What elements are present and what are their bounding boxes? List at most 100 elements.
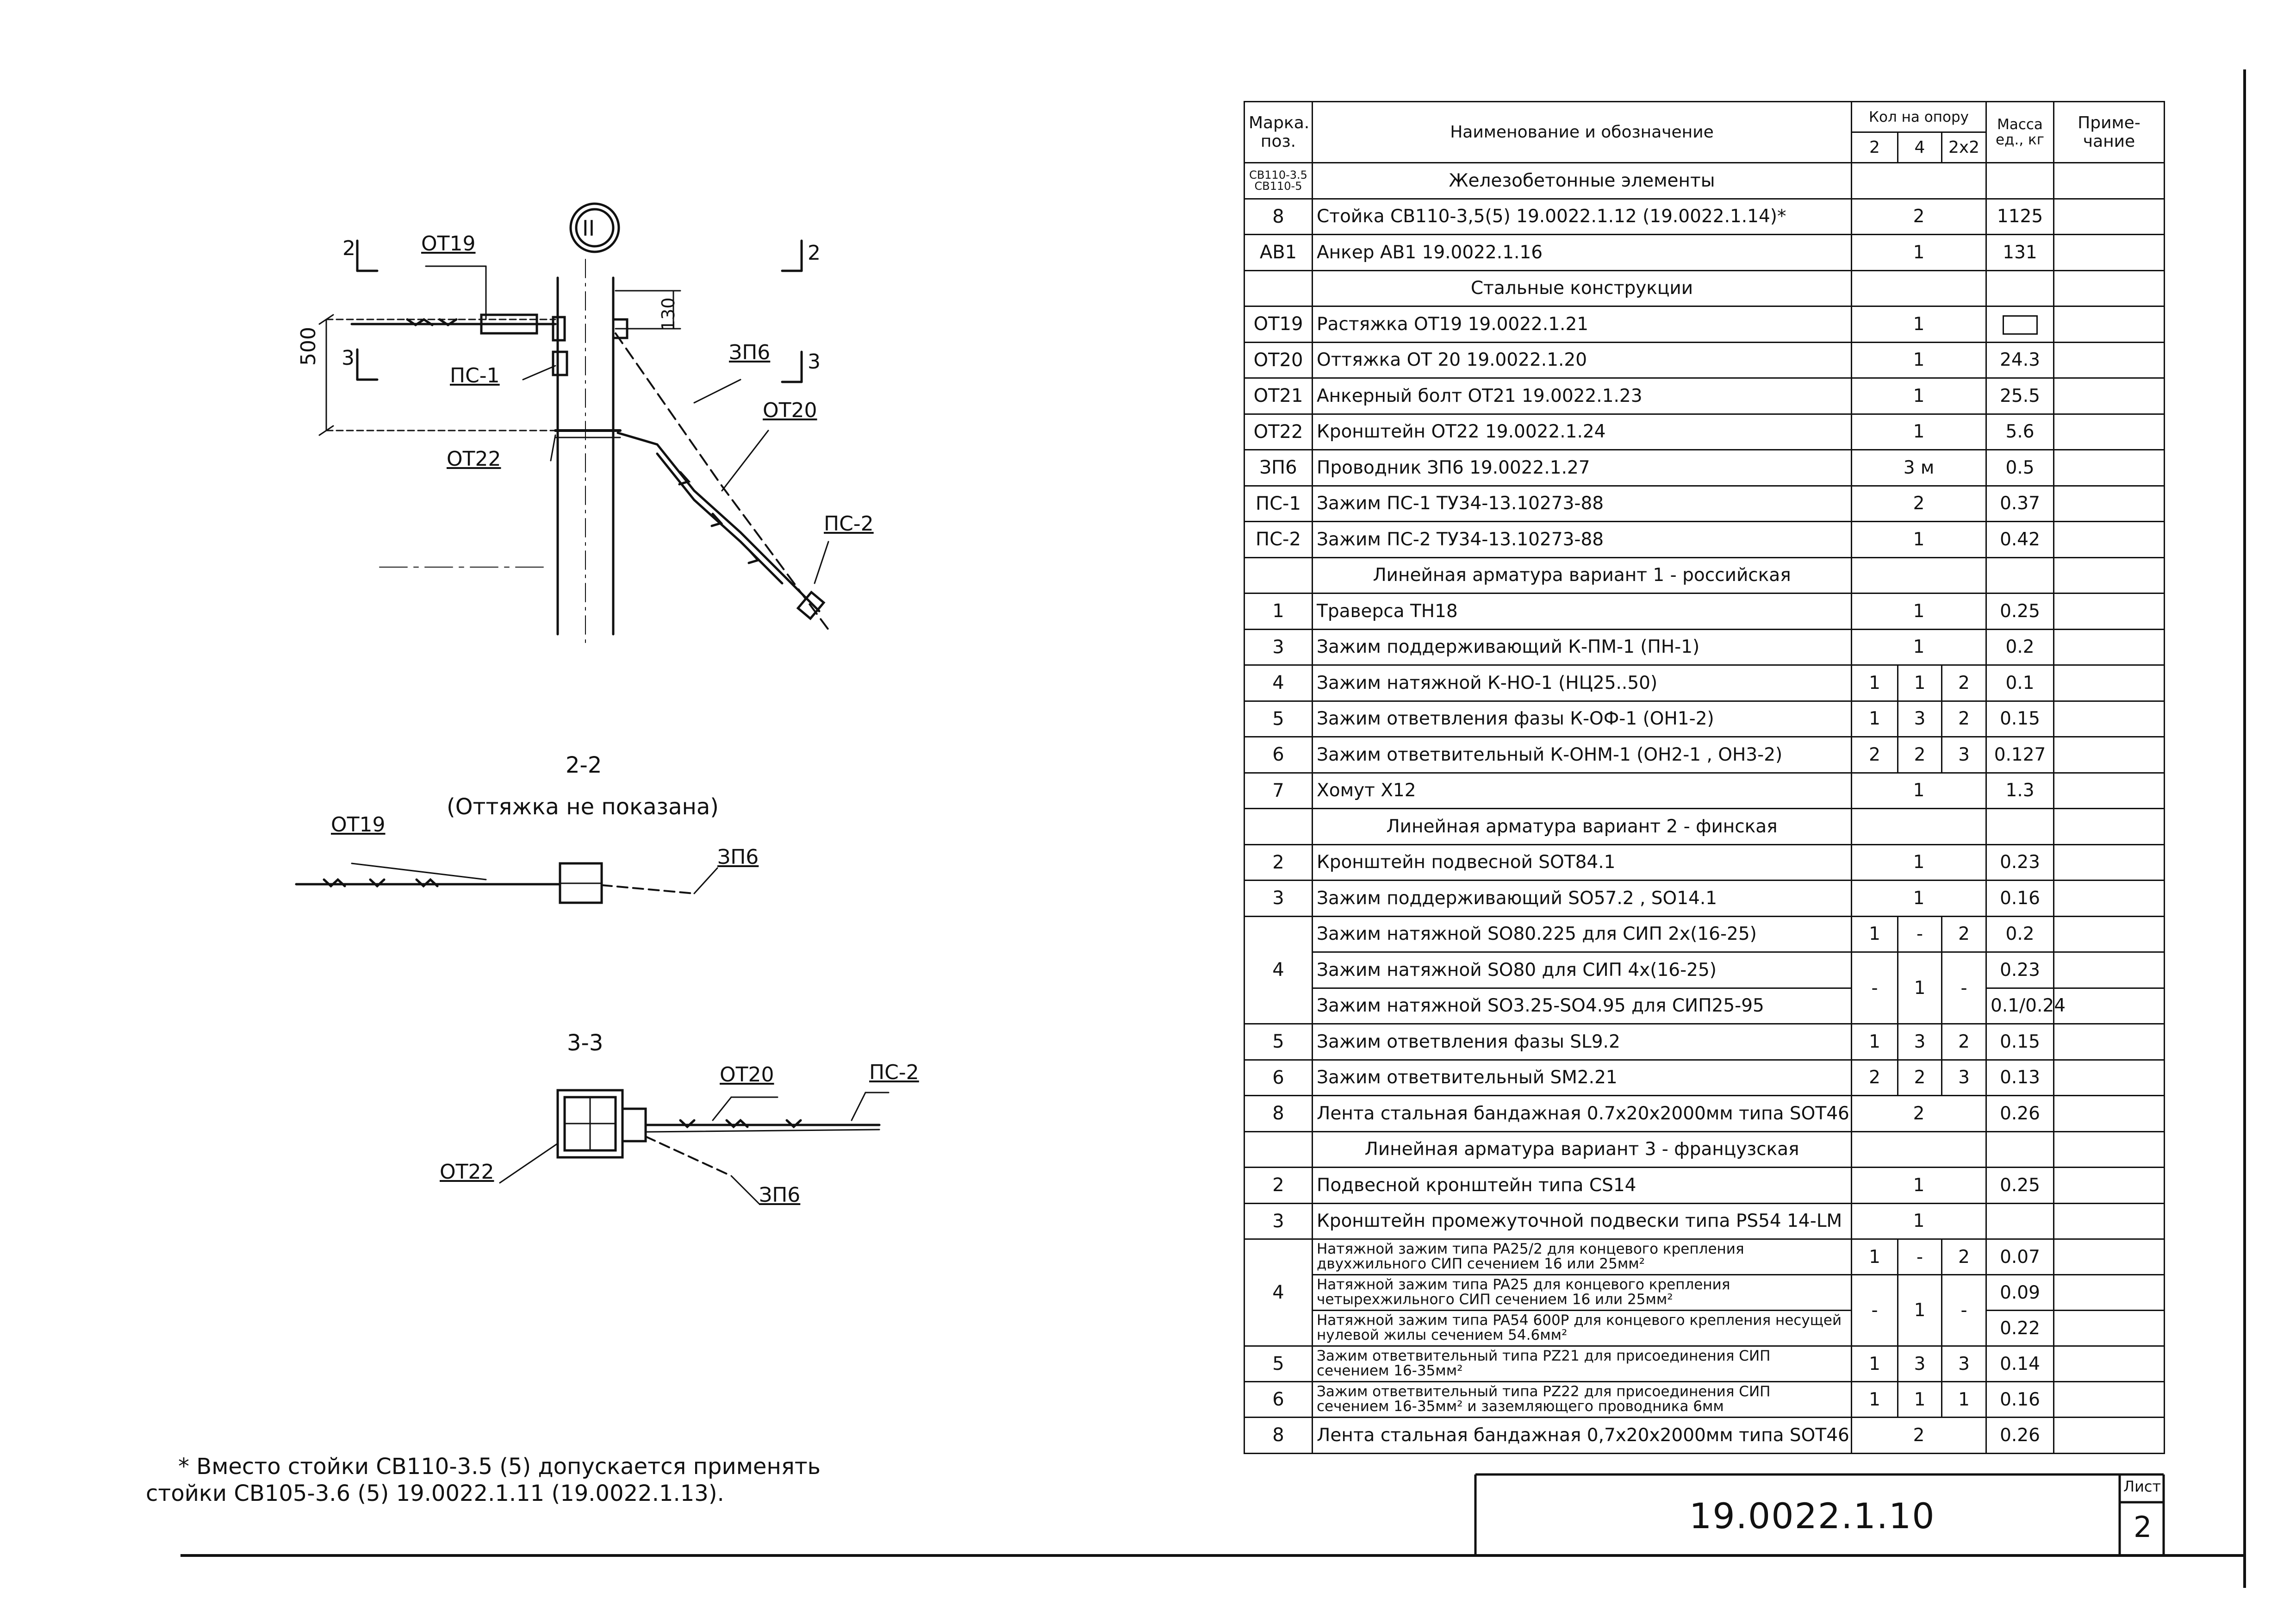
cell-qty-q22: 2 (1941, 915, 1987, 953)
table-row: Зажим натяжной SO80 для СИП 4х(16-25)-1-… (1244, 951, 2165, 1024)
cell-note (2053, 449, 2165, 487)
table-section-row: Линейная арматура вариант 2 - финская (1244, 808, 2165, 845)
cell-mark: 2 (1244, 843, 1313, 881)
cell-qty-q2: 1 (1851, 700, 1898, 737)
zp6-leader (693, 379, 741, 404)
section-33-label-zp6: ЗП6 (759, 1183, 801, 1207)
cell-mass: 0.16 (1985, 880, 2055, 917)
cell-name: Зажим ответвительный SM2.21 (1312, 1059, 1852, 1096)
cell-qty: 3 м (1850, 449, 1987, 487)
cell-name: Зажим ответвительный типа PZ22 для присо… (1312, 1381, 1852, 1418)
cell-mass: 0.22 (1985, 1310, 2055, 1347)
cell-name: Зажим натяжной SO3.25-SO4.95 для СИП25-9… (1312, 987, 1852, 1024)
specification-table: Марка. поз. Наименование и обозначение К… (1244, 101, 2165, 1454)
label-ot19: ОТ19 (421, 232, 476, 256)
cell-name: Зажим натяжной SO80 для СИП 4х(16-25) (1312, 951, 1852, 989)
cell-note (2053, 1381, 2165, 1418)
cell-qty-q22: 2 (1941, 1023, 1987, 1061)
cell-note (2053, 1167, 2165, 1204)
cell-note (2053, 234, 2165, 271)
ps2-clamp (796, 541, 829, 620)
cell-qty: 1 (1850, 880, 1987, 917)
drawings-svg (295, 202, 890, 1205)
section-title: Стальные конструкции (1312, 269, 1852, 307)
cell-mass: 0.42 (1985, 521, 2055, 558)
document-code: 19.0022.1.10 (1689, 1495, 1935, 1537)
cell-mark (1244, 556, 1313, 594)
cell-mass: 0.15 (1985, 700, 2055, 737)
cell-mass: 0.37 (1985, 485, 2055, 522)
cell-qty (1850, 269, 1987, 307)
cell-qty (1850, 162, 1987, 200)
cell-qty (1850, 556, 1987, 594)
cell-note (2053, 162, 2165, 200)
cell-mass (1985, 306, 2055, 343)
cell-mass: 0.25 (1985, 1167, 2055, 1204)
cell-name: Зажим ответвления фазы К-ОФ-1 (ОН1-2) (1312, 700, 1852, 737)
cell-mass (1985, 162, 2055, 200)
section-33-label-ps2: ПС-2 (869, 1061, 919, 1084)
cell-mark: ОТ22 (1244, 413, 1313, 450)
cell-qty: 1 (1850, 593, 1987, 630)
cell-note (2053, 1095, 2165, 1132)
table-section-row: Стальные конструкции (1244, 269, 2165, 307)
cell-note (2053, 736, 2165, 774)
cell-mass: 0.5 (1985, 449, 2055, 487)
section-22-drawing (295, 862, 718, 904)
cell-qty-q2: 1 (1851, 915, 1898, 953)
cell-note (2053, 1238, 2165, 1275)
section-33-drawing (499, 1089, 890, 1205)
cell-note (2053, 843, 2165, 881)
cell-qty-q22: 1 (1941, 1381, 1987, 1418)
cell-mark: 1 (1244, 593, 1313, 630)
cell-mark: 8 (1244, 1417, 1313, 1454)
table-section-row: Линейная арматура вариант 1 - российская (1244, 556, 2165, 594)
cell-note (2053, 664, 2165, 702)
cell-note (2053, 628, 2165, 666)
cell-mark: 6 (1244, 1059, 1313, 1096)
section-33-label-ot22: ОТ22 (440, 1160, 494, 1184)
cell-note (2053, 306, 2165, 343)
cell-qty (1850, 808, 1987, 845)
cell-note (2053, 880, 2165, 917)
cell-qty: 1 (1850, 843, 1987, 881)
cell-mark: 7 (1244, 772, 1313, 809)
cell-mass: 0.14 (1985, 1345, 2055, 1382)
cell-name: Зажим ПС-2 ТУ34-13.10273-88 (1312, 521, 1852, 558)
cell-qty-q22: 3 (1941, 1059, 1987, 1096)
cell-name: Кронштейн промежуточной подвески типа PS… (1312, 1202, 1852, 1240)
cell-mark: 3 (1244, 880, 1313, 917)
cell-note (2053, 951, 2165, 989)
cell-note (2053, 1023, 2165, 1061)
cell-qty-q4: 2 (1897, 1059, 1942, 1096)
section-title: Линейная арматура вариант 1 - российская (1312, 556, 1852, 594)
cell-mark: 5 (1244, 1023, 1313, 1061)
cell-mass: 1.3 (1985, 772, 2055, 809)
mass-placeholder-box (2002, 315, 2038, 335)
cell-qty: 1 (1850, 1167, 1987, 1204)
cell-name: Лента стальная бандажная 0,7х20х2000мм т… (1312, 1417, 1852, 1454)
cell-mark: 5 (1244, 700, 1313, 737)
cell-note (2053, 915, 2165, 953)
cell-name: Кронштейн ОТ22 19.0022.1.24 (1312, 413, 1852, 450)
cell-mark: 8 (1244, 198, 1313, 235)
cell-qty: 2 (1850, 1417, 1987, 1454)
cell-qty: 2 (1850, 198, 1987, 235)
cell-name: Зажим натяжной К-НО-1 (НЦ25..50) (1312, 664, 1852, 702)
cell-qty-q2: 1 (1851, 1023, 1898, 1061)
